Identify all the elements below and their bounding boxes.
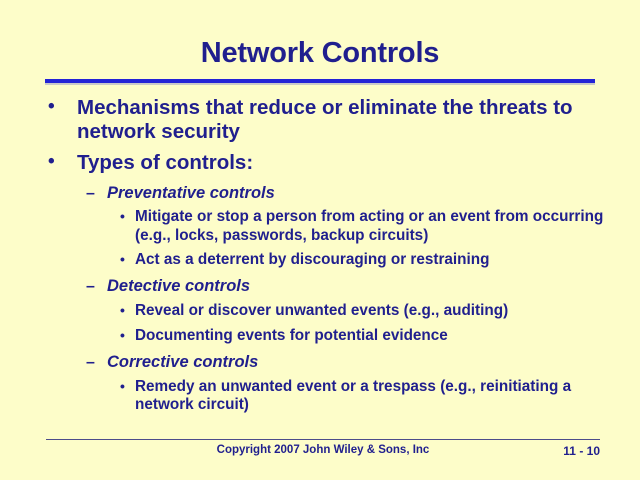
title-divider bbox=[45, 79, 595, 85]
bullet-text: Documenting events for potential evidenc… bbox=[135, 326, 448, 344]
bullet-marker-icon: • bbox=[120, 302, 125, 319]
bullet-level3: • Mitigate or stop a person from acting … bbox=[0, 208, 640, 245]
page-number: 11 - 10 bbox=[563, 444, 600, 458]
dash-marker-icon: – bbox=[86, 353, 95, 371]
title-block: Network Controls bbox=[45, 37, 595, 69]
footer: Copyright 2007 John Wiley & Sons, Inc 11… bbox=[46, 444, 600, 464]
bullet-level2: – Detective controls bbox=[0, 277, 640, 297]
bullet-text: Mitigate or stop a person from acting or… bbox=[135, 208, 604, 244]
bullet-level3: • Documenting events for potential evide… bbox=[0, 327, 640, 345]
bullet-marker-icon: • bbox=[120, 251, 125, 268]
bullet-text: Remedy an unwanted event or a trespass (… bbox=[135, 377, 572, 414]
bullet-level1: • Mechanisms that reduce or eliminate th… bbox=[0, 96, 640, 144]
bullet-level2: – Preventative controls bbox=[0, 184, 640, 204]
bullet-marker-icon: • bbox=[120, 326, 125, 343]
slide-body: • Mechanisms that reduce or eliminate th… bbox=[0, 96, 640, 420]
copyright-text: Copyright 2007 John Wiley & Sons, Inc bbox=[216, 444, 430, 456]
bullet-marker-icon: • bbox=[120, 208, 125, 225]
dash-marker-icon: – bbox=[86, 278, 95, 296]
bullet-level3: • Reveal or discover unwanted events (e.… bbox=[0, 302, 640, 320]
bullet-marker-icon: • bbox=[120, 377, 125, 394]
bullet-level3: • Remedy an unwanted event or a trespass… bbox=[0, 378, 640, 415]
bullet-level1: • Types of controls: bbox=[0, 151, 640, 175]
footer-divider bbox=[46, 439, 600, 440]
bullet-text: Preventative controls bbox=[107, 183, 275, 202]
bullet-text: Reveal or discover unwanted events (e.g.… bbox=[135, 302, 509, 320]
page-title: Network Controls bbox=[200, 37, 440, 69]
bullet-text: Corrective controls bbox=[107, 352, 259, 371]
bullet-marker-icon: • bbox=[48, 96, 55, 117]
dash-marker-icon: – bbox=[86, 184, 95, 202]
bullet-text: Mechanisms that reduce or eliminate the … bbox=[77, 96, 573, 144]
bullet-marker-icon: • bbox=[48, 151, 55, 173]
bullet-text: Types of controls: bbox=[77, 151, 254, 175]
bullet-text: Act as a deterrent by discouraging or re… bbox=[135, 251, 490, 269]
bullet-level2: – Corrective controls bbox=[0, 353, 640, 373]
bullet-text: Detective controls bbox=[107, 277, 251, 296]
bullet-level3: • Act as a deterrent by discouraging or … bbox=[0, 251, 640, 269]
